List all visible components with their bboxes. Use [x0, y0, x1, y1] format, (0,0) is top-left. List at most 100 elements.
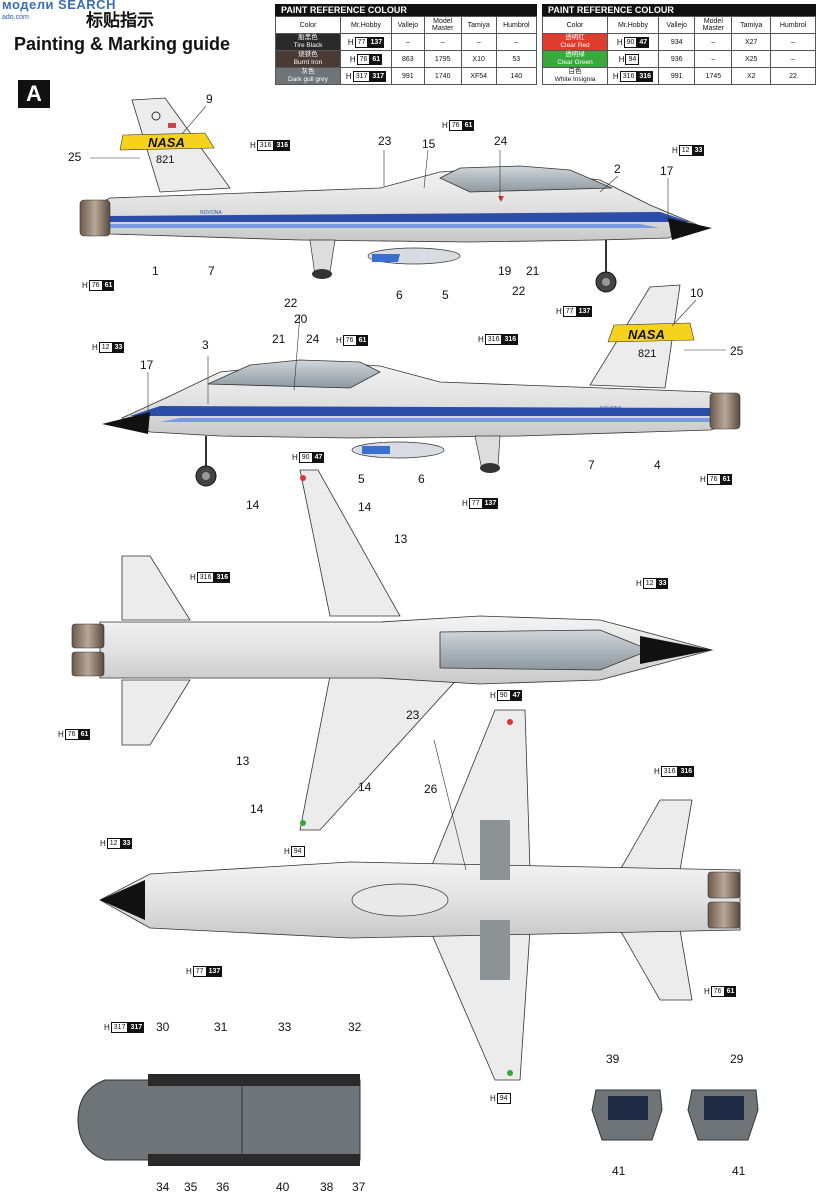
- part-number-label: 1: [152, 264, 159, 278]
- hobby-code: 90: [496, 690, 511, 701]
- part-number-label: 6: [418, 472, 425, 486]
- canopy: [439, 165, 613, 193]
- part-number-label: 25: [68, 150, 82, 164]
- console-bottom: [148, 1154, 360, 1166]
- part-number-label: 10: [690, 286, 704, 300]
- hobby-code: 12: [642, 578, 657, 589]
- humbrol-cell: 22: [770, 67, 816, 85]
- console-top: [148, 1074, 360, 1086]
- wing-upper: [299, 469, 401, 617]
- part-number-label: 34: [156, 1180, 170, 1194]
- hobby-code: 77: [354, 36, 369, 48]
- panel-gauges: [608, 1096, 648, 1120]
- tail-nasa-text: NASA: [148, 135, 185, 150]
- mm-cell: 1740: [423, 67, 462, 85]
- hobby-code: 316: [256, 140, 275, 151]
- hobby-code: 317: [352, 70, 371, 82]
- color-name-cn: 透明绿: [565, 51, 585, 58]
- flag-decal: [168, 123, 176, 128]
- hobby-code: 94: [290, 846, 305, 857]
- color-name-cn: 胎黑色: [298, 34, 318, 41]
- nose-cone: [640, 636, 712, 664]
- col-header: Mr.Hobby: [340, 16, 392, 34]
- hobby-code-2: 316: [214, 572, 231, 583]
- hobby-code-2: 61: [724, 986, 737, 997]
- nose-cone: [102, 412, 150, 434]
- part-number-label: 25: [730, 344, 744, 358]
- part-number-label: 35: [184, 1180, 198, 1194]
- part-number-label: 2: [614, 162, 621, 176]
- hobby-code-2: 47: [637, 36, 650, 48]
- tail-number: 821: [638, 348, 656, 360]
- part-number-label: 26: [424, 782, 438, 796]
- part-number-label: 37: [352, 1180, 366, 1194]
- part-number-label: 22: [512, 284, 526, 298]
- nose-wheel-hub: [602, 278, 610, 286]
- fuselage-stripe: [130, 406, 714, 416]
- humbrol-cell: 140: [495, 67, 538, 85]
- hobby-code-2: 317: [370, 70, 387, 82]
- part-number-label: 40: [276, 1180, 290, 1194]
- scheme-badge: A: [18, 80, 50, 108]
- part-number-label: 17: [140, 358, 154, 372]
- hobby-code-2: 137: [576, 306, 593, 317]
- vallejo-cell: 991: [657, 67, 696, 85]
- wingtip-light-green: [507, 1070, 513, 1076]
- warning-chevron: [498, 196, 504, 202]
- part-number-label: 3: [202, 338, 209, 352]
- part-number-label: 14: [246, 498, 260, 512]
- main-wheel: [312, 269, 332, 279]
- part-number-label: 41: [732, 1164, 746, 1178]
- hobby-code-2: 61: [720, 474, 733, 485]
- hobby-code-2: 316: [502, 334, 519, 345]
- wingtip-light-red: [300, 475, 306, 481]
- side-view-1: NASA 821 NOVONA: [79, 97, 712, 293]
- stabilizer-lower: [121, 679, 191, 746]
- stabilizer-lower: [619, 929, 693, 1001]
- hobby-code: 76: [448, 120, 463, 131]
- hobby-code: 12: [678, 145, 693, 156]
- gear-well-upper: [480, 820, 510, 880]
- part-number-label: 5: [358, 472, 365, 486]
- tail-number: 821: [156, 154, 174, 166]
- color-name: Tire Black: [293, 42, 323, 49]
- color-name-cn: 烧铁色: [298, 51, 318, 58]
- exhaust-right: [71, 651, 105, 677]
- part-number-label: 32: [348, 1020, 362, 1034]
- tamiya-cell: X2: [731, 67, 772, 85]
- part-number-label: 5: [442, 288, 449, 302]
- watermark-site: ado.com: [2, 14, 29, 21]
- table-caption: PAINT REFERENCE COLOUR: [542, 4, 816, 16]
- color-name: White Insignia: [554, 76, 596, 83]
- panel-gauges: [704, 1096, 744, 1120]
- wingtip-light-green: [300, 820, 306, 826]
- part-number-label: 41: [612, 1164, 626, 1178]
- hobby-code-2: 316: [637, 70, 654, 82]
- part-number-label: 21: [526, 264, 540, 278]
- part-number-label: 38: [320, 1180, 334, 1194]
- nose-small-text: NOVONA: [200, 210, 222, 216]
- col-header: Humbrol: [495, 16, 538, 34]
- tank-stripe: [362, 446, 390, 454]
- hobby-code-2: 61: [78, 729, 91, 740]
- part-number-label: 15: [422, 137, 436, 151]
- exhaust-right: [707, 901, 741, 929]
- hobby-code-2: 61: [370, 53, 383, 65]
- hobby-code-2: 137: [482, 498, 499, 509]
- nose-wheel-hub: [202, 472, 210, 480]
